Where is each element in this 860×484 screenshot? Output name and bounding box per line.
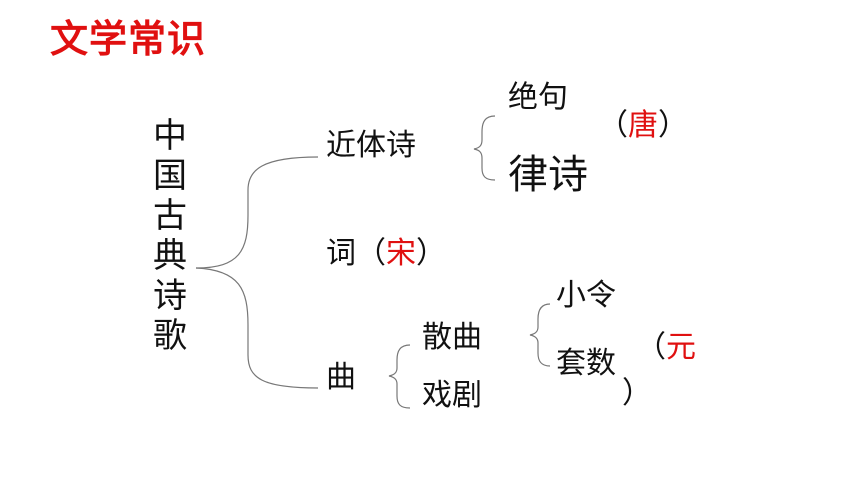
node-sanqu: 散曲 — [422, 320, 482, 355]
root-branch-lower — [195, 267, 319, 389]
root-vertical-label: 中国古典诗歌 — [148, 116, 192, 356]
page-title: 文学常识 — [50, 17, 207, 61]
paren-close: ） — [416, 236, 446, 271]
root-char: 歌 — [153, 316, 187, 356]
era-yuan: （元 — [636, 322, 696, 366]
paren-open: （ — [636, 330, 666, 365]
era-yuan-label: 元 — [666, 330, 696, 365]
node-xiaoling: 小令 — [556, 278, 616, 313]
era-song-label: 宋 — [386, 236, 416, 271]
era-tang-label: 唐 — [628, 108, 658, 143]
node-ci: 词（宋） — [326, 228, 446, 272]
node-qu: 曲 — [326, 360, 356, 395]
root-char: 古 — [153, 196, 187, 236]
node-ci-label: 词 — [326, 236, 356, 271]
node-taoshu: 套数 — [556, 346, 616, 381]
root-char: 典 — [153, 236, 187, 276]
brace-qu — [388, 344, 411, 409]
brace-sanqu — [529, 303, 551, 367]
era-tang: （唐） — [598, 100, 688, 144]
node-jueju: 绝句 — [508, 80, 568, 115]
root-char: 国 — [153, 156, 187, 196]
paren-open: （ — [356, 236, 386, 271]
paren-close: ） — [658, 108, 688, 143]
brace-jintishi — [473, 115, 496, 181]
node-xiju: 戏剧 — [422, 378, 482, 413]
node-jintishi: 近体诗 — [326, 128, 416, 163]
root-branch-upper — [195, 156, 319, 269]
node-lvshi: 律诗 — [508, 152, 588, 198]
paren-close-yuan: ） — [622, 376, 652, 411]
root-char: 诗 — [153, 276, 187, 316]
root-char: 中 — [153, 116, 187, 156]
paren-open: （ — [598, 108, 628, 143]
